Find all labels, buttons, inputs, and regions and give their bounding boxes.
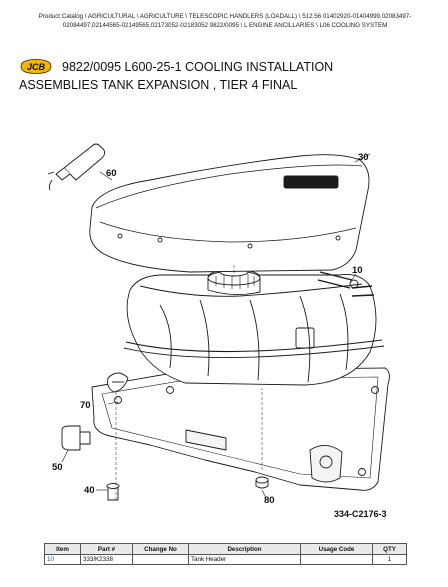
callout-80: 80 [264,495,275,506]
hose-stubs [317,271,359,289]
callout-30: 30 [358,152,369,163]
column-header-part-number: Part # [80,543,133,555]
nut [255,476,269,489]
callout-50: 50 [52,462,63,473]
expansion-tank [123,274,385,386]
sealant-tube [47,143,106,191]
tank-cover [89,154,370,273]
breadcrumb[interactable]: Product Catalog \ AGRICULTURAL \ AGRICUL… [38,13,412,29]
jcb-logo: JCB [20,59,52,74]
callout-10: 10 [352,265,363,276]
column-header-item: Item [44,543,81,555]
page-title-line-1: 9822/0095 L600-25-1 COOLING INSTALLATION [62,60,334,74]
exploded-parts-diagram: 60 30 10 70 50 40 80 [47,143,390,506]
parts-table-header-row: Item Part # Change No Description Usage … [44,543,407,555]
hose-clip [107,372,129,393]
parts-table: Item Part # Change No Description Usage … [44,543,407,565]
cell-description: Tank Header [188,554,301,565]
table-row[interactable]: 10 333/K2338 Tank Header 1 [44,554,407,565]
mounting-bush [61,425,91,451]
cell-usage-code [300,554,373,565]
column-header-change-no: Change No [132,543,189,555]
mounting-plate [91,367,390,491]
cell-item[interactable]: 10 [44,554,81,565]
column-header-qty: QTY [372,543,407,555]
bolt [106,483,120,501]
cell-qty: 1 [372,554,407,565]
column-header-usage-code: Usage Code [300,543,373,555]
callout-40: 40 [84,485,95,496]
cell-part-number: 333/K2338 [80,554,133,565]
callout-70: 70 [80,400,91,411]
callout-60: 60 [106,168,117,179]
cell-change-no [132,554,189,565]
svg-text:JCB: JCB [27,62,46,72]
column-header-description: Description [188,543,301,555]
page-title-line-2: ASSEMBLIES TANK EXPANSION , TIER 4 FINAL [19,78,298,92]
figure-reference: 334-C2176-3 [334,509,387,519]
